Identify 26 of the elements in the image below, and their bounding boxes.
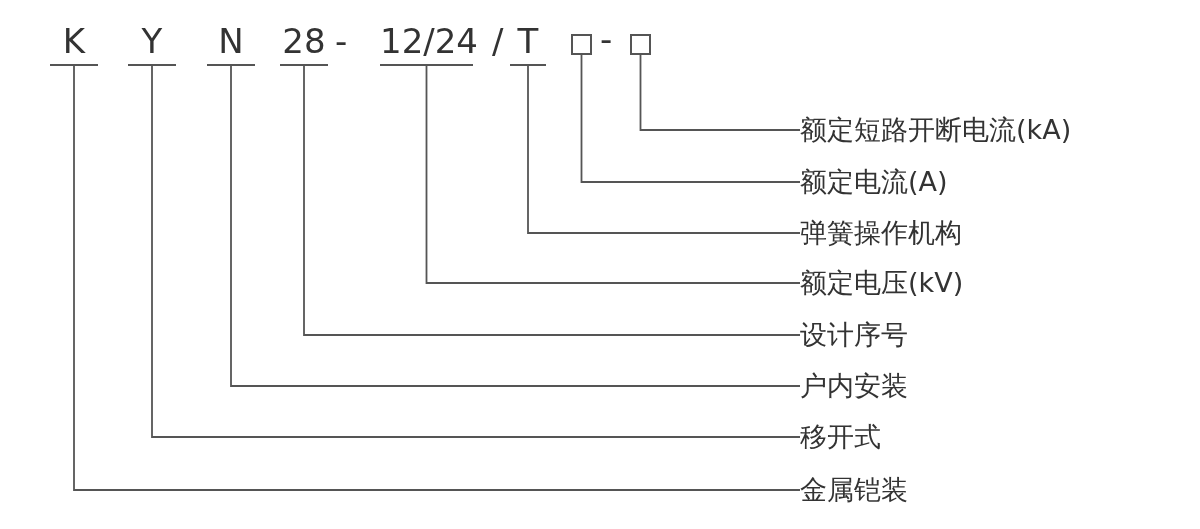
code-segment: 28 (280, 18, 328, 66)
square-placeholder (571, 34, 592, 55)
connector-line (230, 65, 801, 387)
connector-line (151, 65, 801, 438)
code-segment: K (50, 18, 98, 66)
connector-line (527, 65, 801, 234)
connector-line (73, 65, 801, 491)
description-label: 户内安装 (800, 368, 908, 404)
description-label: 移开式 (800, 419, 881, 455)
separator-symbol: - (335, 20, 348, 63)
connector-line (303, 65, 801, 336)
description-label: 弹簧操作机构 (800, 215, 962, 251)
connector-line (580, 54, 801, 183)
code-segment: Y (128, 18, 176, 66)
square-placeholder (630, 34, 651, 55)
description-label: 额定电流(A) (800, 164, 948, 200)
description-label: 金属铠装 (800, 472, 908, 508)
separator-symbol: - (600, 18, 613, 61)
code-segment: N (207, 18, 255, 66)
description-label: 额定短路开断电流(kA) (800, 112, 1072, 148)
connector-line (425, 65, 801, 284)
connector-line (639, 54, 801, 131)
description-label: 额定电压(kV) (800, 265, 964, 301)
description-label: 设计序号 (800, 317, 908, 353)
code-segment: T (510, 18, 546, 66)
separator-symbol: / (492, 20, 504, 63)
